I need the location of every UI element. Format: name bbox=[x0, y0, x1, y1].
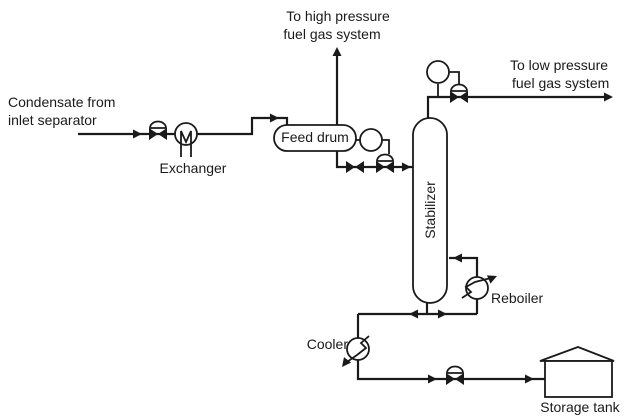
lp-gas-label-line1: To low pressure bbox=[510, 57, 608, 73]
cooler-outlet-arrow-icon bbox=[428, 374, 437, 384]
column-feed-arrow-icon bbox=[402, 162, 411, 172]
rundown-valve-actuator-icon bbox=[446, 365, 464, 374]
storage-tank-label: Storage tank bbox=[540, 399, 620, 415]
exchanger-label: Exchanger bbox=[160, 160, 227, 176]
pc-valve-signal-line bbox=[449, 71, 460, 85]
storage-tank-roof bbox=[539, 346, 615, 362]
column-overhead-pipe bbox=[426, 95, 611, 125]
pressure-valve-actuator-icon bbox=[450, 83, 468, 92]
storage-tank-shell bbox=[544, 360, 613, 398]
hp-gas-label-line1: To high pressure bbox=[286, 8, 390, 24]
stabilizer-label: Stabilizer bbox=[422, 181, 438, 239]
feed-drum-vessel bbox=[273, 124, 357, 152]
condensate-label-line1: Condensate from bbox=[8, 94, 115, 110]
lc-valve-signal-line bbox=[382, 139, 390, 154]
reboiler-symbol bbox=[461, 275, 497, 300]
flow-arrows bbox=[133, 47, 613, 384]
drum-inlet-arrow-icon bbox=[270, 113, 279, 123]
cooler-heat-zigzag-icon bbox=[346, 335, 370, 363]
text-labels: Condensate from inlet separator Exchange… bbox=[8, 8, 621, 415]
pipes bbox=[78, 52, 611, 381]
feed-flow-arrow-icon bbox=[133, 129, 142, 139]
instruments bbox=[359, 60, 450, 152]
bottoms-to-cooler-arrow-icon bbox=[409, 309, 418, 319]
inlet-control-valve-icon bbox=[149, 128, 167, 140]
cooler-branch-pipe bbox=[356, 314, 545, 381]
exchanger-tube-m-icon bbox=[180, 130, 192, 157]
valves bbox=[149, 83, 468, 385]
drum-outlet-block-valve-icon bbox=[346, 161, 364, 173]
rundown-control-valve-icon bbox=[446, 373, 464, 385]
reboiler-heat-arrow-icon bbox=[486, 275, 497, 284]
bottoms-to-reboiler-arrow-icon bbox=[438, 309, 447, 319]
hp-gas-label-line2: fuel gas system bbox=[283, 26, 380, 42]
vessels bbox=[273, 117, 615, 398]
condensate-label-line2: inlet separator bbox=[8, 112, 97, 128]
feed-drum-label: Feed drum bbox=[281, 129, 349, 145]
drum-level-controller-icon bbox=[359, 128, 383, 152]
cooler-heat-arrow-icon bbox=[342, 357, 352, 367]
tank-inlet-arrow-icon bbox=[525, 374, 534, 384]
stabilizer-column bbox=[412, 117, 448, 304]
reboiler-heat-zigzag-icon bbox=[461, 277, 492, 299]
reboiler-label: Reboiler bbox=[491, 290, 543, 306]
reboiler-return-arrow-icon bbox=[453, 253, 462, 263]
cooler-circle bbox=[346, 337, 370, 361]
level-valve-actuator-icon bbox=[376, 153, 394, 162]
cooler-symbol bbox=[342, 335, 370, 367]
column-pressure-controller-icon bbox=[426, 60, 450, 84]
cooler-label: Cooler bbox=[307, 336, 349, 352]
inlet-valve-actuator-icon bbox=[149, 120, 167, 129]
level-control-valve-icon bbox=[376, 161, 394, 173]
lp-gas-label-line2: fuel gas system bbox=[512, 75, 609, 91]
hp-gas-arrow-icon bbox=[332, 47, 342, 56]
pressure-control-valve-icon bbox=[450, 91, 468, 103]
exchanger-symbol bbox=[174, 122, 198, 157]
lp-gas-arrow-icon bbox=[604, 92, 613, 102]
